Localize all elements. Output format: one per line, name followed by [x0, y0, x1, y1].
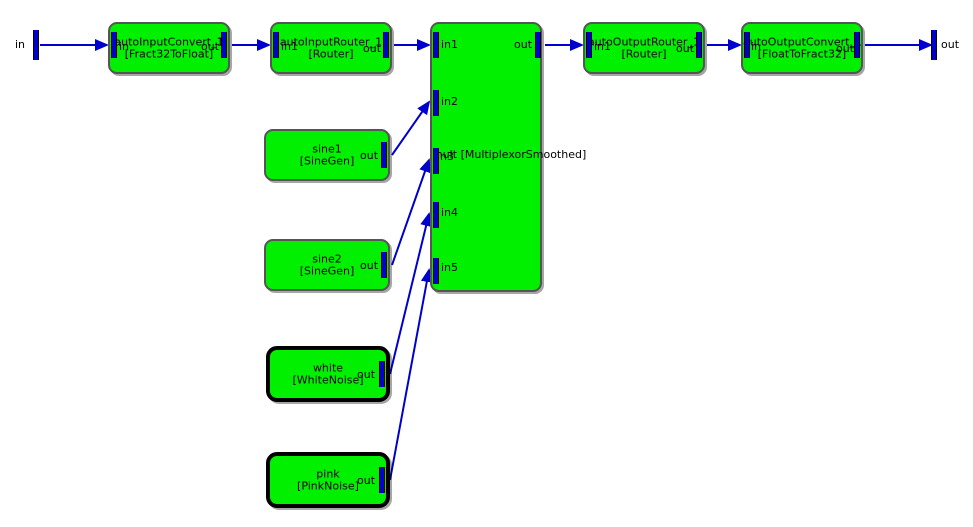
block-type: [SineGen]	[299, 264, 355, 277]
port-in3-mult-label: in3	[437, 150, 455, 163]
port-in4-mult-label: in4	[441, 206, 459, 219]
block-auto-input-router[interactable]: autoInputRouter_1 [Router]	[270, 22, 392, 74]
block-type: [MultiplexorSmoothed]	[460, 148, 587, 161]
block-mult[interactable]: mult [MultiplexorSmoothed]	[430, 22, 586, 292]
block-name: white	[312, 361, 344, 375]
block-type: [Fract32ToFloat]	[124, 47, 214, 60]
port-in3-mult[interactable]	[433, 148, 439, 174]
wire-sine1-to-in2[interactable]	[391, 100, 431, 156]
block-name: autoOutputConvert_1	[743, 35, 862, 49]
port-in5-mult-label: in5	[441, 261, 459, 274]
block-pink[interactable]: pink [PinkNoise]	[266, 452, 390, 508]
block-name: sine2	[312, 252, 342, 266]
block-type: [WhiteNoise]	[292, 373, 364, 386]
port-out-white-label: out	[357, 368, 376, 381]
port-in5-mult[interactable]	[433, 258, 439, 284]
port-in1-auto-output-router[interactable]	[586, 32, 592, 58]
block-type: [Router]	[621, 47, 667, 60]
port-in-auto-output-convert[interactable]	[744, 32, 750, 58]
port-out-mult-label: out	[514, 38, 533, 51]
block-type: [Router]	[308, 47, 354, 60]
port-out-sine2[interactable]	[381, 252, 387, 278]
block-auto-output-router-labels: autoOutputRouter_1 [Router]	[585, 36, 703, 59]
port-out-auto-output-convert-label: out	[836, 42, 855, 55]
port-in-auto-output-convert-label: in	[751, 40, 762, 53]
port-in1-auto-input-router-label: in1	[281, 40, 299, 53]
in-terminal[interactable]	[33, 30, 39, 60]
port-in1-mult-label: in1	[441, 38, 459, 51]
block-sine1[interactable]: sine1 [SineGen]	[264, 129, 390, 181]
port-in2-mult[interactable]	[433, 90, 439, 116]
block-auto-input-router-labels: autoInputRouter_1 [Router]	[272, 36, 390, 59]
block-auto-output-convert-labels: autoOutputConvert_1 [FloatToFract32]	[743, 35, 862, 60]
block-type: [SineGen]	[299, 154, 355, 167]
block-sine2-labels: sine2 [SineGen]	[266, 253, 388, 276]
wire-white-to-in4[interactable]	[389, 212, 432, 375]
port-out-pink[interactable]	[379, 467, 385, 493]
port-out-auto-output-router[interactable]	[696, 32, 702, 58]
block-name: autoOutputRouter_1	[588, 35, 700, 49]
out-terminal-label: out	[941, 38, 960, 51]
block-name: sine1	[312, 142, 342, 156]
block-auto-output-router[interactable]: autoOutputRouter_1 [Router]	[583, 22, 705, 74]
port-out-mult[interactable]	[535, 32, 541, 58]
port-out-white[interactable]	[379, 361, 385, 387]
wire-sine2-to-in3[interactable]	[391, 158, 431, 266]
wire-pink-to-in5[interactable]	[389, 268, 433, 481]
port-out-sine1[interactable]	[381, 142, 387, 168]
block-auto-input-convert-labels: autoInputConvert_1 [Fract32ToFloat]	[110, 36, 228, 59]
port-out-sine2-label: out	[360, 259, 379, 272]
block-sine1-labels: sine1 [SineGen]	[266, 143, 388, 166]
port-out-sine1-label: out	[360, 149, 379, 162]
port-in-auto-input-convert[interactable]	[111, 32, 117, 58]
block-sine2[interactable]: sine2 [SineGen]	[264, 239, 390, 291]
block-pink-labels: pink [PinkNoise]	[270, 468, 386, 491]
port-out-auto-output-router-label: out	[676, 42, 695, 55]
port-out-auto-input-convert[interactable]	[221, 32, 227, 58]
port-out-auto-input-convert-label: out	[201, 40, 220, 53]
block-name: autoInputConvert_1	[114, 35, 224, 49]
port-out-auto-output-convert[interactable]	[854, 32, 860, 58]
port-in1-auto-output-router-label: in1	[594, 40, 612, 53]
port-out-pink-label: out	[357, 474, 376, 487]
block-name: autoInputRouter_1	[279, 35, 383, 49]
port-out-auto-input-router[interactable]	[383, 32, 389, 58]
block-mult-labels: mult [MultiplexorSmoothed]	[432, 148, 586, 161]
block-auto-output-convert[interactable]: autoOutputConvert_1 [FloatToFract32]	[741, 22, 863, 74]
port-in1-mult[interactable]	[433, 32, 439, 58]
out-terminal[interactable]	[931, 30, 937, 60]
port-in4-mult[interactable]	[433, 202, 439, 228]
in-terminal-label: in	[15, 38, 26, 51]
block-white[interactable]: white [WhiteNoise]	[266, 346, 390, 402]
port-in1-auto-input-router[interactable]	[273, 32, 279, 58]
port-in-auto-input-convert-label: in	[119, 40, 130, 53]
port-in2-mult-label: in2	[441, 95, 459, 108]
block-white-labels: white [WhiteNoise]	[270, 362, 386, 385]
block-type: [FloatToFract32]	[757, 47, 847, 60]
port-out-auto-input-router-label: out	[363, 42, 382, 55]
block-name: pink	[316, 467, 340, 481]
block-auto-input-convert[interactable]: autoInputConvert_1 [Fract32ToFloat]	[108, 22, 230, 74]
block-name: mult	[432, 148, 458, 161]
block-type: [PinkNoise]	[297, 479, 359, 492]
